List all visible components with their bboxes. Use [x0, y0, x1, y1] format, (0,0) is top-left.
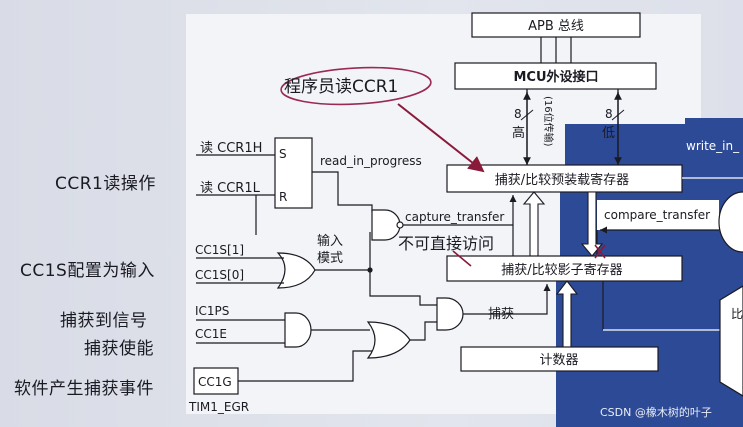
high-label: 高: [512, 125, 525, 141]
label-capture-enable: 捕获使能: [84, 339, 154, 359]
input-mode-label-2: 模式: [317, 251, 343, 266]
apb-bus-label: APB 总线: [528, 19, 584, 34]
and-gate-enable: [284, 312, 312, 348]
capture-transfer-label: capture_transfer: [405, 210, 504, 224]
cc1g-register: [193, 367, 239, 395]
bits-low-label: 8: [605, 107, 613, 121]
read-ccr1h-label: 读 CCR1H: [200, 141, 262, 156]
shadow-register-label: 捕获/比较影子寄存器: [501, 262, 622, 278]
cc1g-label: CC1G: [198, 375, 232, 389]
label-software-capture: 软件产生捕获事件: [14, 379, 154, 399]
label-capture-signal: 捕获到信号: [60, 311, 148, 331]
transfer-arrow-down: [580, 191, 604, 257]
compare-transfer-label: compare_transfer: [604, 208, 710, 222]
label-ccr1-read: CCR1读操作: [55, 174, 156, 194]
cc1s0-label: CC1S[0]: [195, 268, 244, 282]
input-mode-label-1: 输入: [317, 233, 343, 249]
tim1-egr-label: TIM1_EGR: [188, 400, 249, 414]
write-in-label: write_in_: [686, 139, 740, 153]
mcu-interface-label: MCU外设接口: [513, 69, 598, 85]
no-direct-access-annotation: 不可直接访问: [398, 234, 494, 253]
label-cc1s-input: CC1S配置为输入: [20, 261, 155, 281]
and-gate-final: [436, 297, 464, 331]
or-gate-capture: [366, 321, 411, 359]
watermark: CSDN @橡木树的叶子: [600, 405, 712, 419]
apb-bus-block: [471, 12, 641, 38]
mcu-interface-block: [454, 62, 657, 90]
bits-high-label: 8: [514, 107, 522, 121]
bit16-label: (16位传输): [542, 96, 555, 147]
cc1e-label: CC1E: [195, 327, 227, 341]
programmer-read-annotation: 程序员读CCR1: [284, 77, 398, 97]
compare-label: 比: [731, 307, 743, 321]
sr-latch-s: S: [279, 147, 287, 161]
or-gate-input: [276, 252, 316, 289]
sr-latch-r: R: [279, 190, 287, 204]
programmer-read-arrow: [397, 103, 485, 173]
low-label: 低: [602, 126, 615, 141]
read-ccr1l-label: 读 CCR1L: [200, 181, 261, 196]
read-in-progress-label: read_in_progress: [320, 154, 422, 168]
counter-arrow-up: [555, 280, 579, 348]
sr-latch: [274, 137, 313, 209]
cc1s1-label: CC1S[1]: [195, 243, 244, 257]
ic1ps-label: IC1PS: [195, 304, 229, 318]
transfer-arrow-up: [522, 191, 546, 257]
programmer-read-circle: [280, 66, 432, 106]
counter-block: [460, 346, 659, 372]
preload-register-label: 捕获/比较预装载寄存器: [495, 172, 629, 188]
counter-label: 计数器: [539, 353, 578, 368]
and-gate-capture: [371, 209, 401, 241]
shadow-register-block: [446, 255, 683, 282]
